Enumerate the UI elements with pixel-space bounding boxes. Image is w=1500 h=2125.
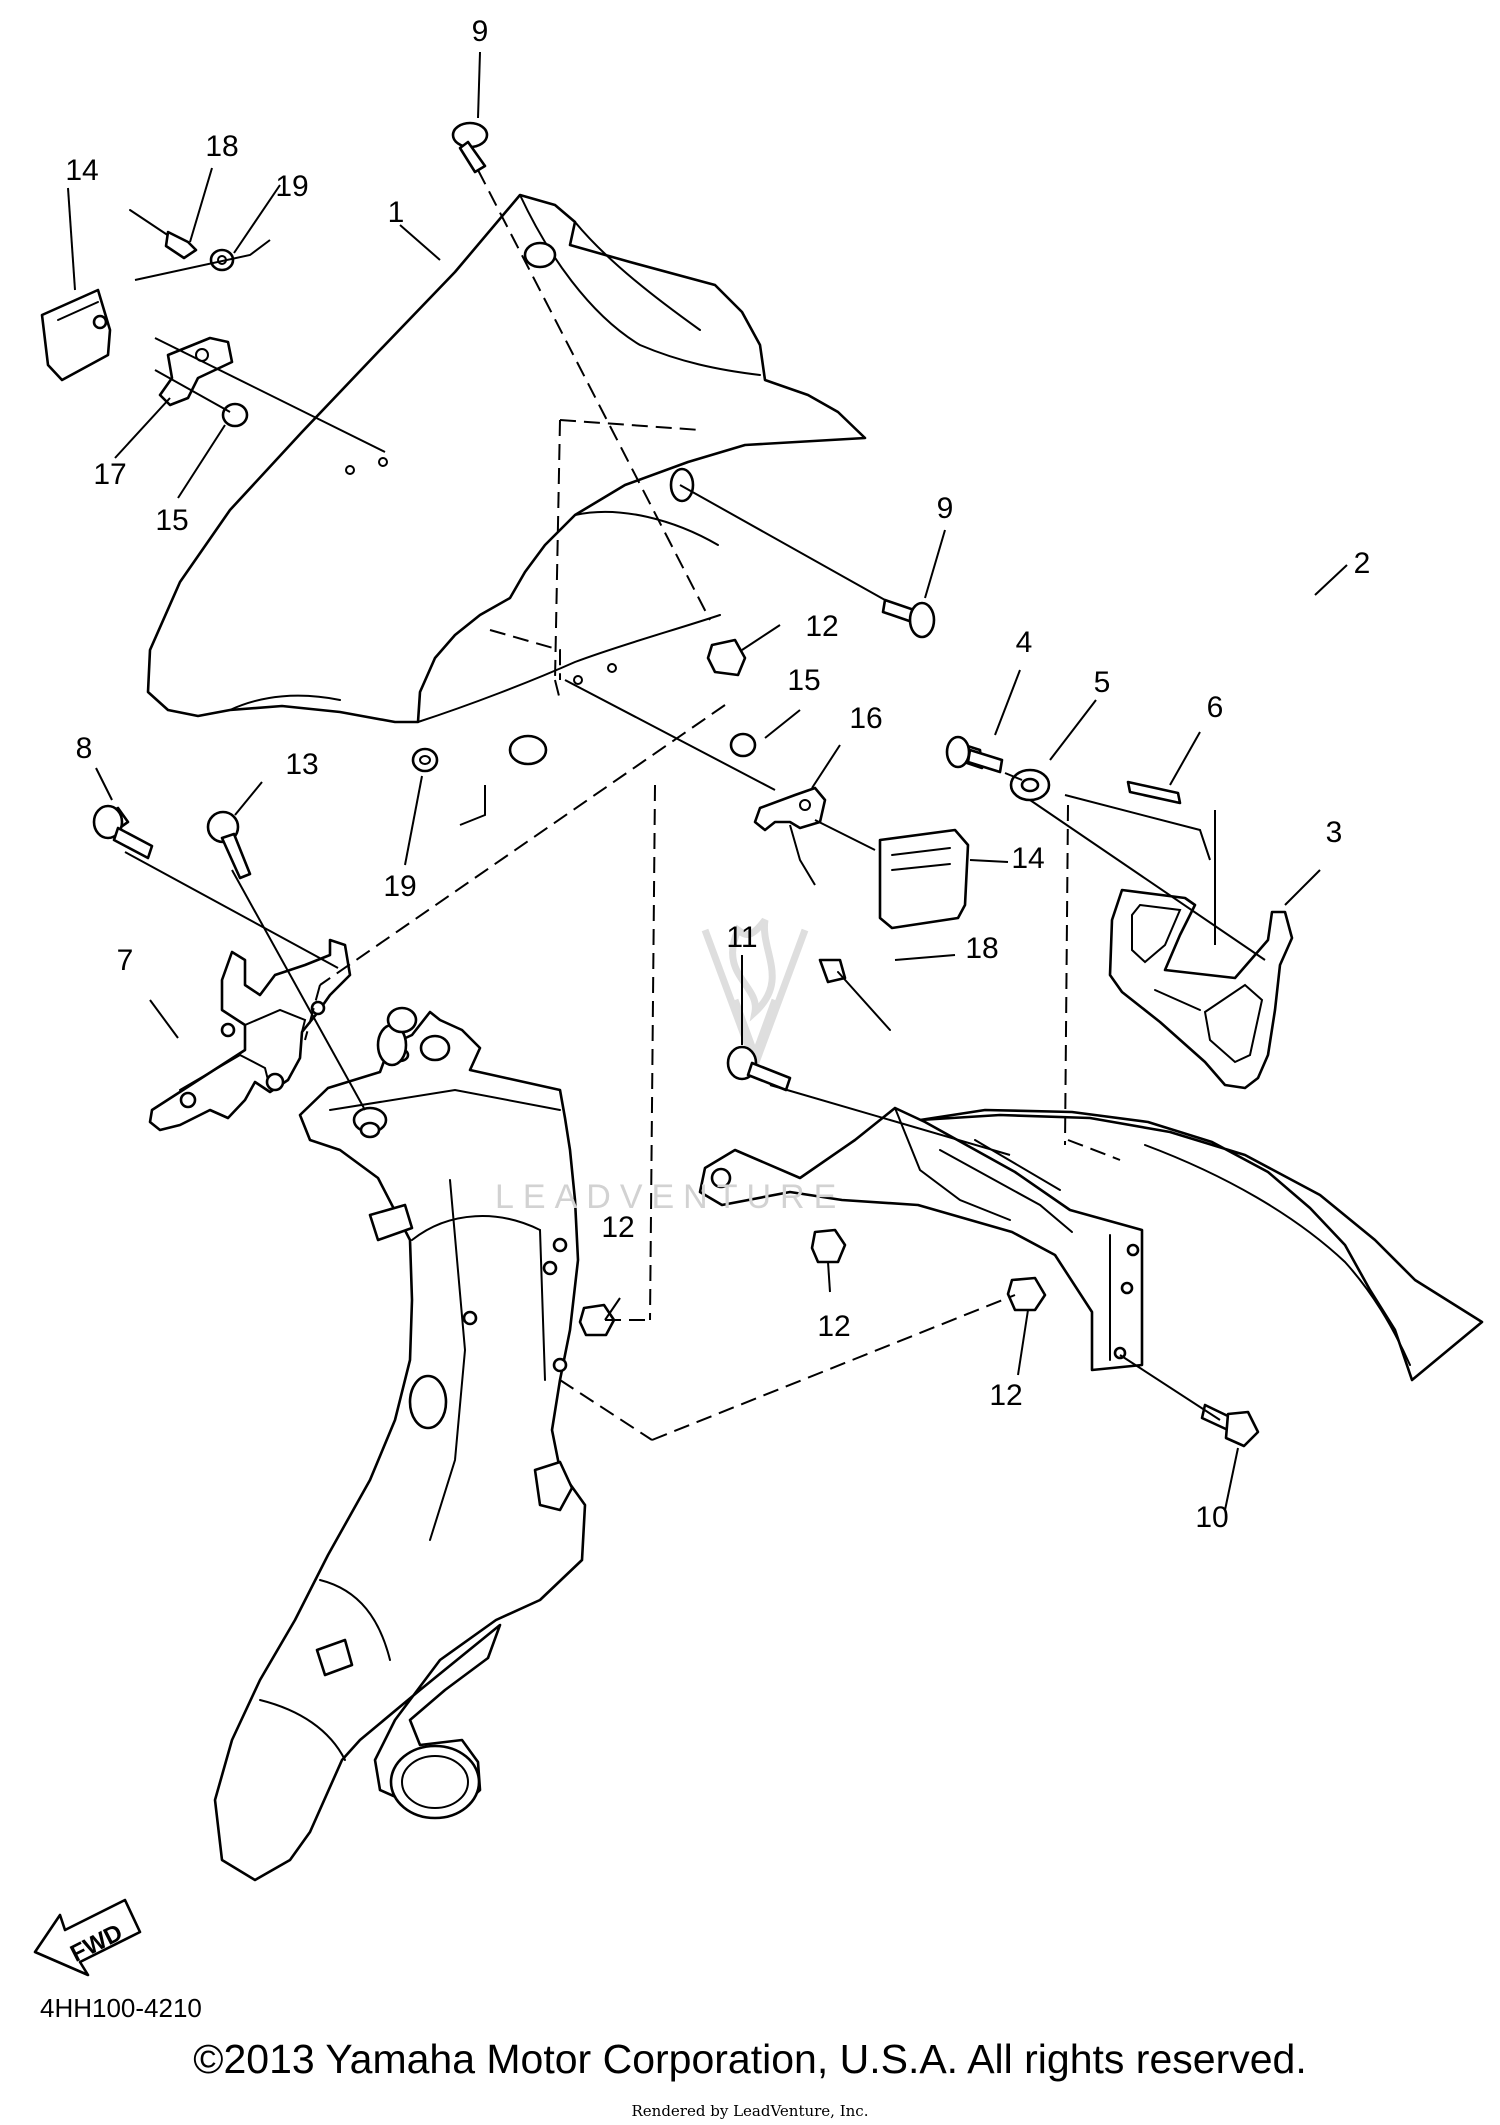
frame-part — [213, 1006, 587, 1882]
fwd-arrow-icon: FWD — [33, 1898, 142, 1977]
callout-2: 2 — [1354, 547, 1371, 580]
reflector-part-14-right[interactable] — [878, 828, 970, 930]
callout-17: 17 — [93, 458, 126, 491]
callout-labels: 1 2 3 4 5 6 7 8 9 9 10 11 12 12 12 12 13… — [65, 15, 1370, 1534]
watermark-text: LEADVENTURE — [495, 1178, 846, 1216]
diagram-code: 4HH100-4210 — [40, 1993, 202, 2023]
callout-4: 4 — [1016, 626, 1033, 659]
nut-part-12-b[interactable] — [810, 1228, 847, 1264]
callout-16: 16 — [849, 702, 882, 735]
exploded-view-dashes — [304, 169, 1121, 1441]
rear-fender-part[interactable] — [698, 1106, 1484, 1382]
nut-part-15-left[interactable] — [221, 402, 249, 428]
grommet-part-19-bottom[interactable] — [411, 747, 439, 773]
nut-part-12-d[interactable] — [578, 1303, 616, 1337]
callout-12-right: 12 — [989, 1379, 1022, 1412]
screw-part-9-right[interactable] — [881, 598, 936, 639]
screw-part-9-top[interactable] — [451, 121, 489, 174]
callout-15-left: 15 — [155, 504, 188, 537]
nut-part-12-c[interactable] — [1006, 1276, 1047, 1312]
callout-1: 1 — [388, 196, 405, 229]
callout-9-right: 9 — [937, 492, 954, 525]
bracket-assembly-part-7[interactable] — [148, 938, 352, 1132]
callout-12-top: 12 — [805, 610, 838, 643]
rendered-by-notice: Rendered by LeadVenture, Inc. — [631, 2102, 869, 2120]
bolt-part-10[interactable] — [1200, 1403, 1260, 1448]
callout-14-left: 14 — [65, 154, 98, 187]
callout-15-right: 15 — [787, 664, 820, 697]
grommet-part-5[interactable] — [1009, 768, 1051, 802]
bracket-part-16[interactable] — [753, 786, 827, 832]
callout-9-top: 9 — [472, 15, 489, 48]
connection-lines — [124, 239, 1266, 1421]
callout-18-top: 18 — [205, 130, 238, 163]
front-fender-part[interactable] — [146, 193, 867, 766]
bolt-part-8[interactable] — [92, 804, 154, 860]
grommet-part-19-top[interactable] — [209, 248, 235, 272]
collar-part-6[interactable] — [1126, 780, 1182, 805]
nut-part-12-a[interactable] — [706, 638, 747, 677]
callout-3: 3 — [1326, 816, 1343, 849]
bolt-part-13[interactable] — [206, 810, 252, 880]
reflector-bracket-part[interactable] — [1108, 888, 1294, 1090]
nut-part-15-right[interactable] — [729, 732, 757, 758]
callout-5: 5 — [1094, 666, 1111, 699]
callout-12-left: 12 — [601, 1211, 634, 1244]
bolt-part-4[interactable] — [945, 735, 1004, 774]
callout-18-bottom: 18 — [965, 932, 998, 965]
copyright-notice: ©2013 Yamaha Motor Corporation, U.S.A. A… — [193, 2036, 1307, 2082]
callout-13: 13 — [285, 748, 318, 781]
callout-8: 8 — [76, 732, 93, 765]
rivet-part-18-bottom[interactable] — [818, 958, 891, 1031]
callout-12-mid: 12 — [817, 1310, 850, 1343]
callout-19-bottom: 19 — [383, 870, 416, 903]
reflector-part-14-left[interactable] — [40, 288, 112, 382]
callout-19-top: 19 — [275, 170, 308, 203]
callout-10: 10 — [1195, 1501, 1228, 1534]
callout-11: 11 — [726, 921, 757, 954]
callout-14-right: 14 — [1011, 842, 1044, 875]
leader-lines — [67, 51, 1348, 1511]
callout-7: 7 — [117, 944, 134, 977]
rivet-part-18-top[interactable] — [129, 209, 198, 260]
callout-6: 6 — [1207, 691, 1224, 724]
